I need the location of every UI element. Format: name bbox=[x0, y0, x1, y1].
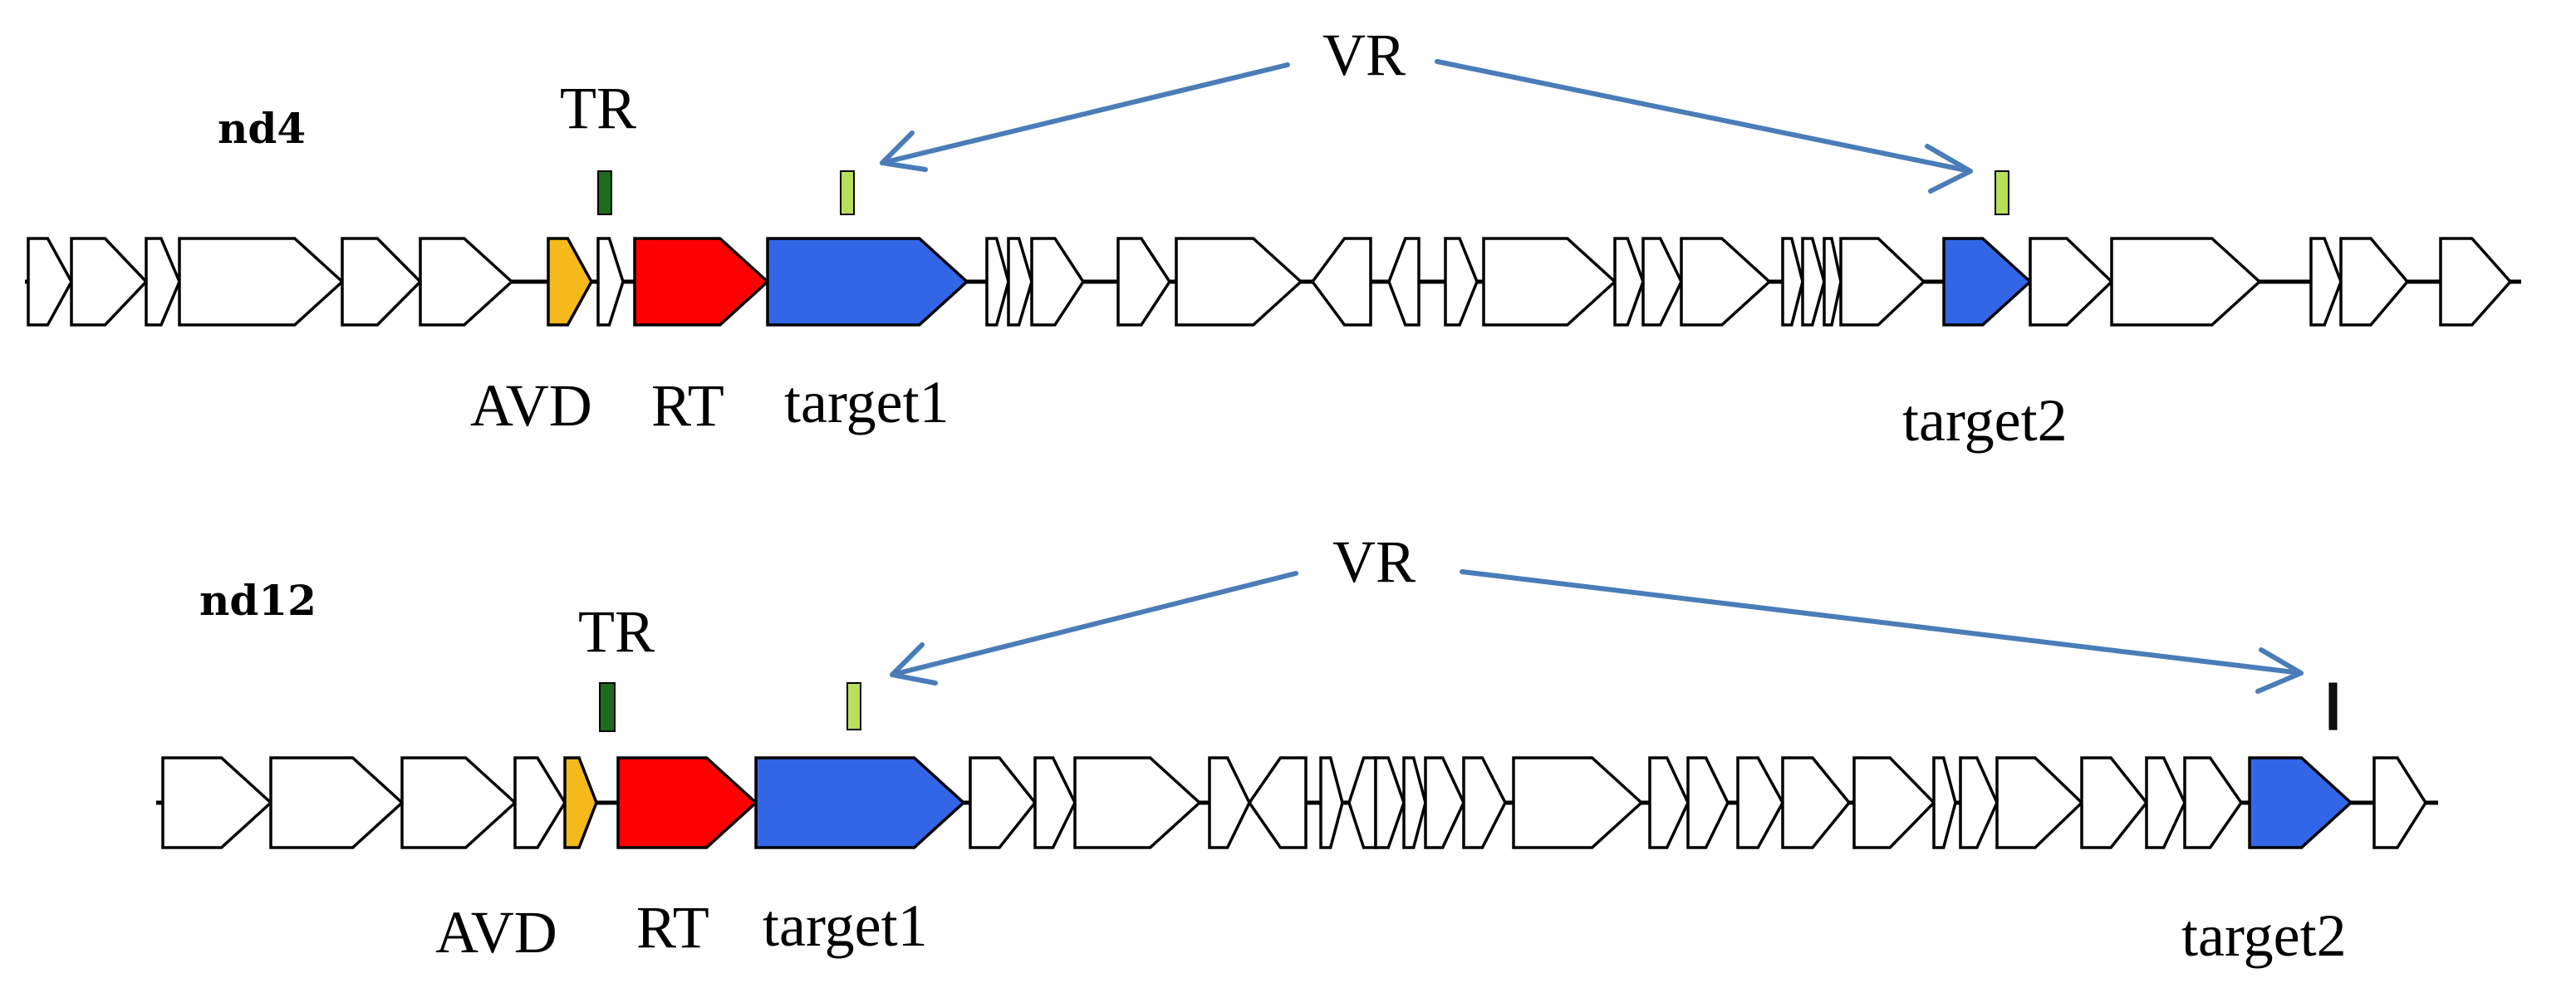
gene-arrow bbox=[70, 237, 149, 327]
gene-arrow bbox=[1387, 237, 1420, 327]
gene-arrow bbox=[1116, 237, 1172, 327]
gene-arrow bbox=[1995, 756, 2084, 849]
panel-nd12: nd12 TR VR AVD RT target1 target2 bbox=[156, 528, 2438, 969]
gene-arrow bbox=[2439, 237, 2513, 327]
gene-arrow bbox=[1736, 756, 1784, 849]
panel-label-nd4: nd4 bbox=[218, 104, 306, 153]
rt-gene bbox=[633, 237, 770, 327]
gene-arrow bbox=[1512, 756, 1644, 849]
gene-arrow bbox=[1033, 756, 1077, 849]
gene-arrow bbox=[1801, 237, 1826, 327]
gene-arrow bbox=[2372, 756, 2428, 849]
gene-arrow bbox=[596, 237, 625, 327]
gene-arrow bbox=[1781, 756, 1852, 849]
avd-gene bbox=[563, 756, 598, 849]
target1-label-nd12: target1 bbox=[763, 892, 928, 959]
gene-arrow bbox=[1648, 756, 1690, 849]
gene-arrow bbox=[1680, 237, 1772, 327]
gene-arrow bbox=[969, 756, 1038, 849]
gene-arrow bbox=[1839, 237, 1926, 327]
tr-marker-nd4 bbox=[597, 170, 612, 215]
gene-arrow bbox=[1402, 756, 1427, 849]
target2-label-nd4: target2 bbox=[1902, 387, 2068, 454]
rt-label-nd4: RT bbox=[651, 372, 724, 439]
gene-arrow bbox=[1073, 756, 1202, 849]
gene-arrow bbox=[27, 237, 73, 327]
gene-arrow bbox=[1686, 756, 1730, 849]
gene-arrow bbox=[2145, 756, 2186, 849]
gene-arrow bbox=[2029, 237, 2114, 327]
gene-arrow bbox=[1247, 756, 1308, 849]
tr-label-nd12: TR bbox=[578, 598, 655, 665]
target1-gene bbox=[766, 237, 969, 327]
gene-arrow bbox=[1007, 237, 1033, 327]
gene-arrow bbox=[2309, 237, 2343, 327]
gene-arrow bbox=[2339, 237, 2410, 327]
vr-arrow-right-nd4 bbox=[1435, 59, 1973, 194]
vr-arrow-right-nd12 bbox=[1460, 569, 2304, 694]
gene-arrow bbox=[400, 756, 518, 849]
target2-gene bbox=[1942, 237, 2033, 327]
gene-arrow bbox=[161, 756, 273, 849]
gene-arrow bbox=[1310, 237, 1372, 327]
gene-arrow bbox=[269, 756, 405, 849]
target1-label-nd4: target1 bbox=[784, 369, 949, 435]
gene-arrow bbox=[419, 237, 514, 327]
vr-marker-target2-nd12 bbox=[2328, 682, 2338, 730]
vr-arrow-left-nd4 bbox=[880, 62, 1290, 172]
gene-arrow bbox=[1641, 237, 1683, 327]
gene-arrow bbox=[1030, 237, 1086, 327]
gene-arrow bbox=[1462, 756, 1507, 849]
gene-track-nd12 bbox=[161, 756, 2428, 849]
rt-label-nd12: RT bbox=[636, 894, 709, 961]
tr-label-nd4: TR bbox=[560, 75, 636, 141]
gene-arrow bbox=[1208, 756, 1251, 849]
gene-arrow bbox=[1823, 237, 1842, 327]
rt-gene bbox=[616, 756, 758, 849]
vr-arrow-left-nd12 bbox=[890, 571, 1298, 686]
panel-nd4: nd4 TR VR AVD RT target1 target2 bbox=[25, 22, 2521, 454]
gene-arrow bbox=[145, 237, 181, 327]
gene-arrow bbox=[1781, 237, 1804, 327]
gene-arrow bbox=[1175, 237, 1303, 327]
gene-arrow bbox=[1319, 756, 1344, 849]
vr-marker-target1-nd12 bbox=[846, 682, 861, 730]
gene-arrow bbox=[1959, 756, 1999, 849]
gene-arrow bbox=[1852, 756, 1936, 849]
target1-gene bbox=[754, 756, 966, 849]
panel-label-nd12: nd12 bbox=[199, 576, 316, 625]
vr-marker-target2-nd4 bbox=[1995, 170, 2009, 215]
target2-gene bbox=[2248, 756, 2353, 849]
vr-label-nd4: VR bbox=[1322, 22, 1406, 88]
gene-arrow bbox=[178, 237, 345, 327]
avd-gene bbox=[547, 237, 593, 327]
gene-arrow bbox=[2183, 756, 2244, 849]
avd-label-nd12: AVD bbox=[435, 899, 557, 966]
target2-label-nd12: target2 bbox=[2181, 902, 2347, 969]
gene-arrow bbox=[985, 237, 1010, 327]
gene-arrow bbox=[2110, 237, 2262, 327]
gene-track-nd4 bbox=[27, 237, 2513, 327]
gene-arrow bbox=[341, 237, 423, 327]
vr-label-nd12: VR bbox=[1332, 528, 1416, 595]
gene-arrow bbox=[1374, 756, 1406, 849]
gene-arrow bbox=[1482, 237, 1617, 327]
gene-arrow bbox=[1932, 756, 1957, 849]
gene-arrow bbox=[513, 756, 567, 849]
gene-arrow bbox=[2080, 756, 2149, 849]
gene-arrow bbox=[1424, 756, 1465, 849]
gene-arrow bbox=[1444, 237, 1479, 327]
avd-label-nd4: AVD bbox=[470, 372, 592, 439]
gene-arrow bbox=[1347, 756, 1377, 849]
gene-arrow bbox=[1613, 237, 1645, 327]
tr-marker-nd12 bbox=[599, 682, 616, 732]
vr-marker-target1-nd4 bbox=[840, 170, 855, 215]
